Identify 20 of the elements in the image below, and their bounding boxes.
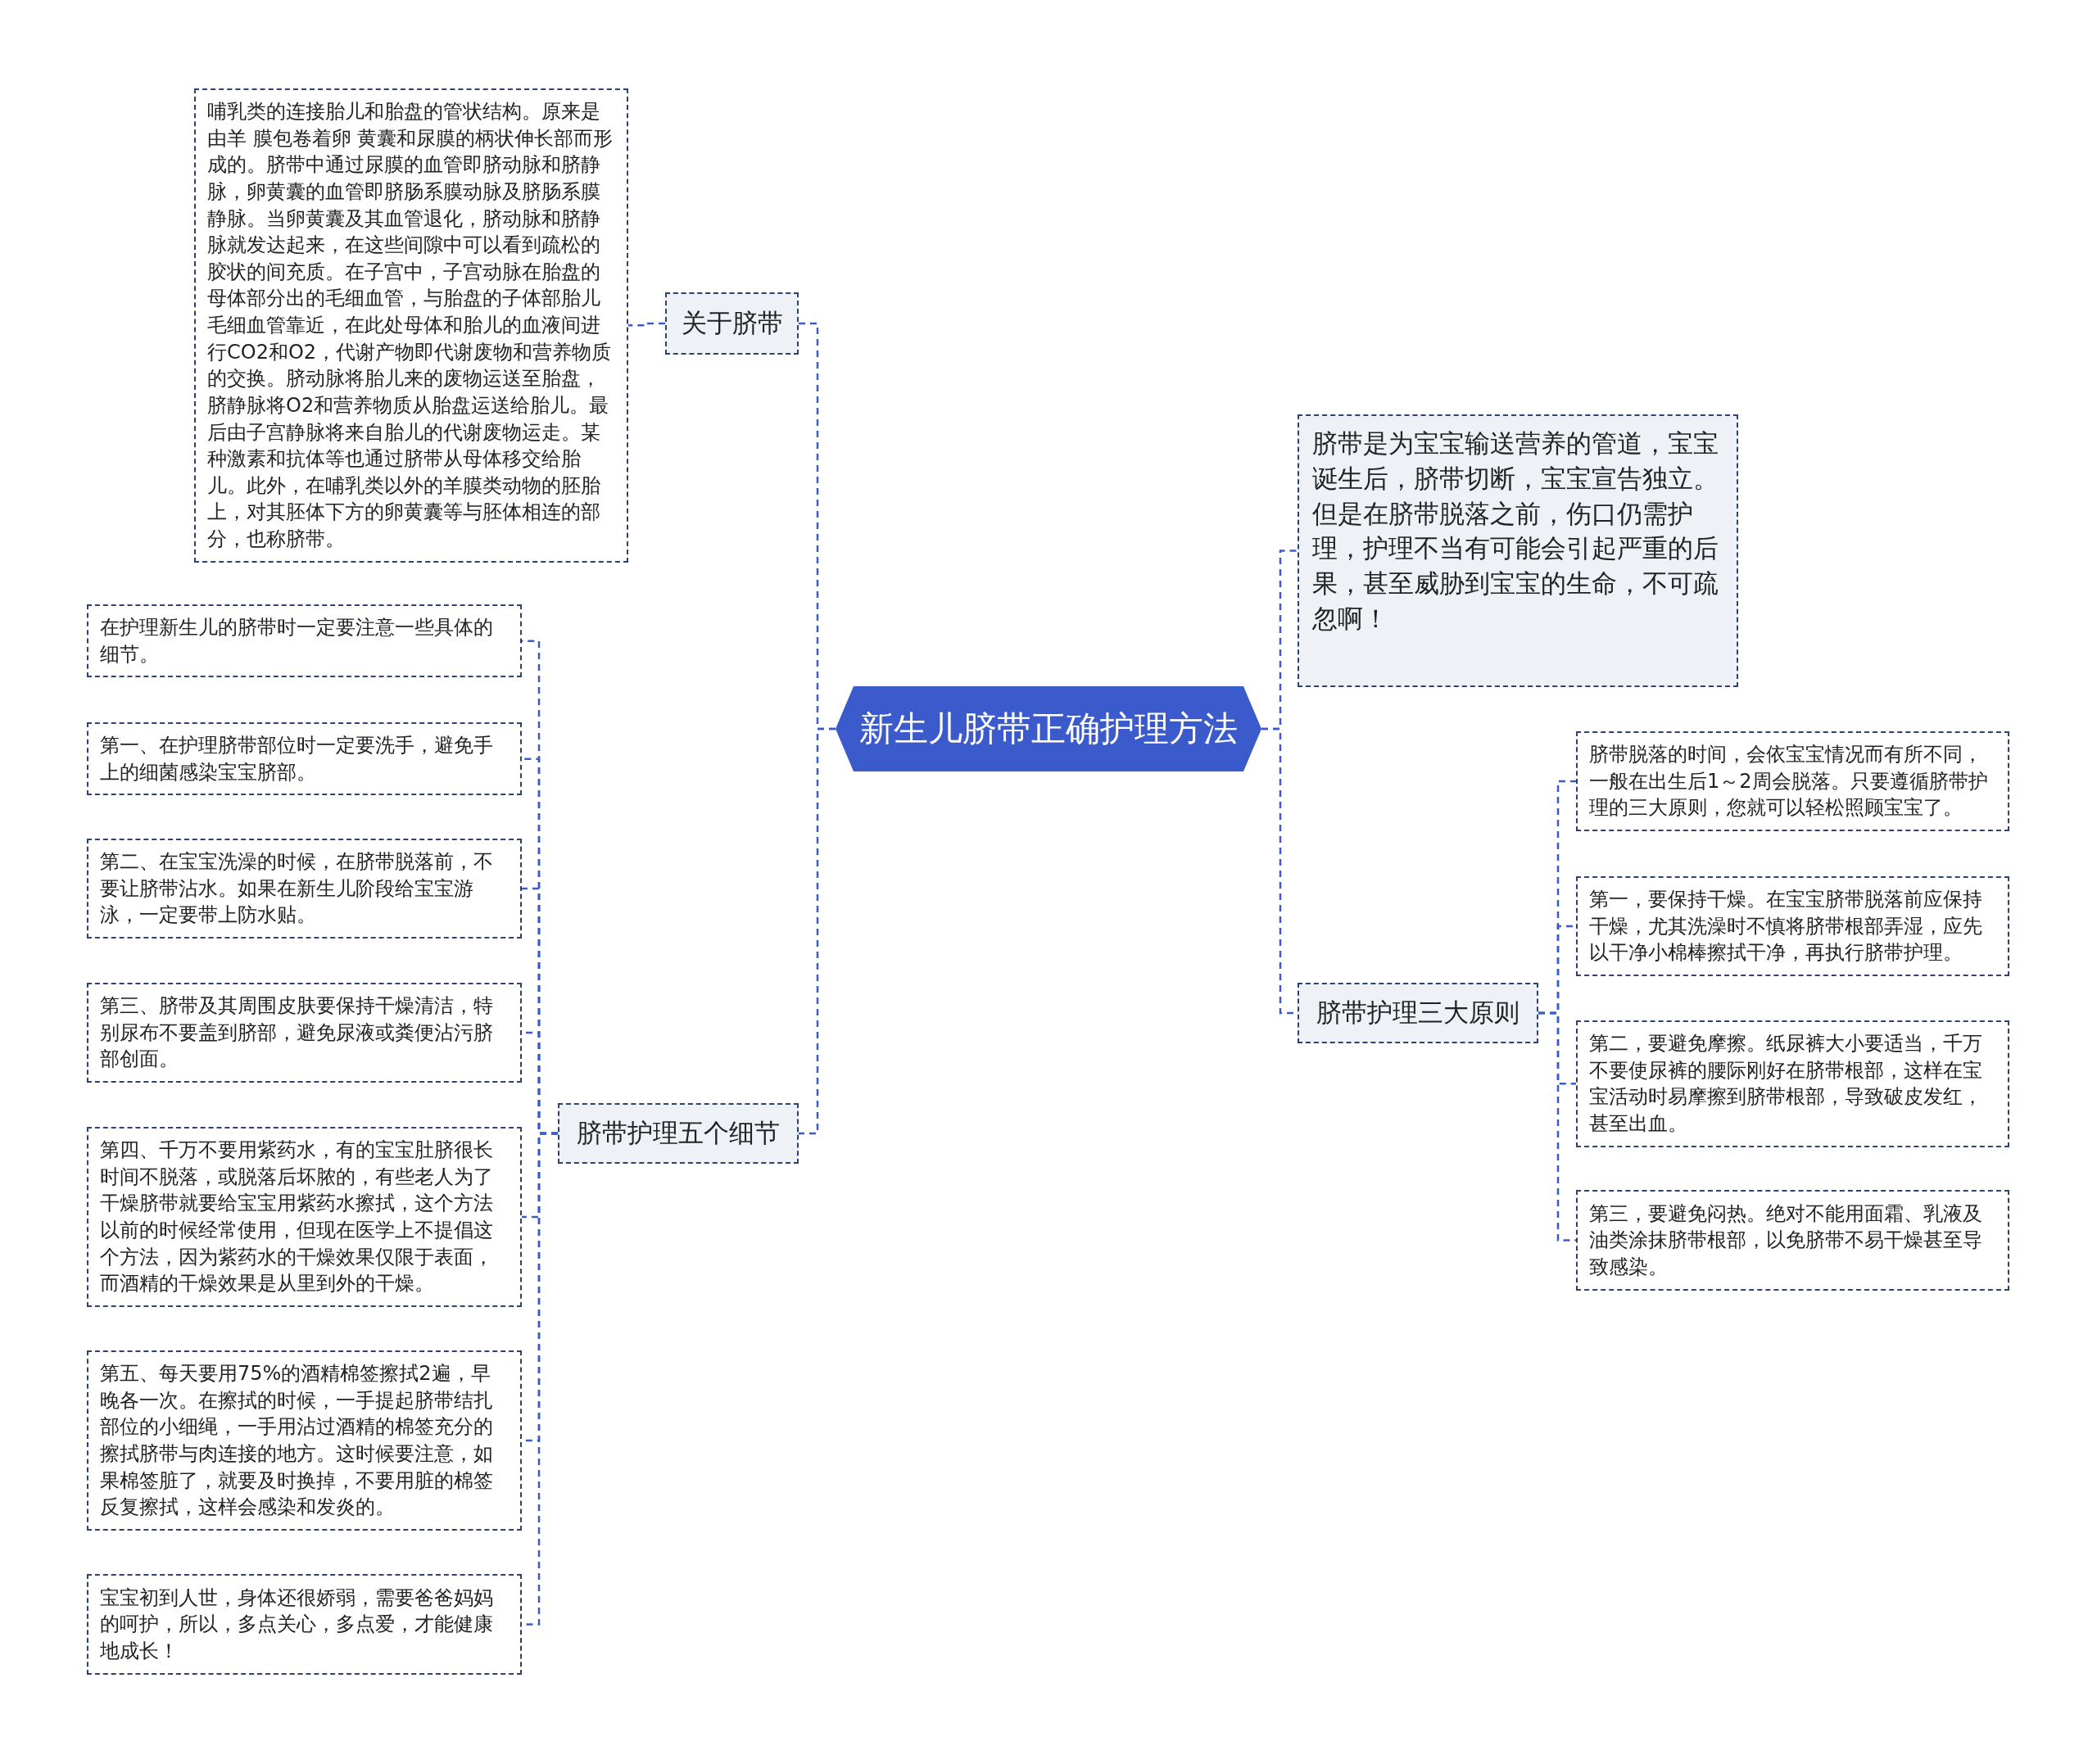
- topic-hexagon: 新生儿脐带正确护理方法: [836, 686, 1261, 771]
- connector-line: [799, 727, 836, 1135]
- branch-topic: 关于脐带: [665, 292, 799, 355]
- text-note: 在护理新生儿的脐带时一定要注意一些具体的细节。: [87, 604, 522, 678]
- text-note: 脐带是为宝宝输送营养的管道，宝宝诞生后，脐带切断，宝宝宣告独立。但是在脐带脱落之前，伤口仍需护理，护理不当有可能会引起严重的后果，甚至威胁到宝宝的生命，不可疏忽啊！: [1298, 414, 1738, 687]
- branch-topic: 脐带护理五个细节: [558, 1103, 799, 1164]
- text-note: 第三，要避免闷热。绝对不能用面霜、乳液及油类涂抹脐带根部，以免脐带不易干燥甚至导致感染。: [1576, 1190, 2009, 1291]
- text-note: 第五、每天要用75%的酒精棉签擦拭2遍，早晚各一次。在擦拭的时候，一手提起脐带结扎部位的小细绳，一手用沾过酒精的棉签充分的擦拭脐带与肉连接的地方。这时候要注意，如果棉签脏了，就要及时换掉，不要用脏的棉签反复擦拭，这样会感染和发炎的。: [87, 1350, 522, 1531]
- text-note: 第三、脐带及其周围皮肤要保持干燥清洁，特别尿布不要盖到脐部，避免尿液或粪便沾污脐部创面。: [87, 983, 522, 1083]
- text-note: 脐带脱落的时间，会依宝宝情况而有所不同，一般在出生后1～2周会脱落。只要遵循脐带护理的三大原则，您就可以轻松照顾宝宝了。: [1576, 731, 2009, 831]
- text-note: 第二，要避免摩擦。纸尿裤大小要适当，千万不要使尿裤的腰际刚好在脐带根部，这样在宝宝活动时易摩擦到脐带根部，导致破皮发红，甚至出血。: [1576, 1020, 2009, 1147]
- text-note: 宝宝初到人世，身体还很娇弱，需要爸爸妈妈的呵护，所以，多点关心，多点爱，才能健康地成长！: [87, 1574, 522, 1675]
- text-note: 哺乳类的连接胎儿和胎盘的管状结构。原来是由羊 膜包卷着卵 黄囊和尿膜的柄状伸长部而形成的。脐带中通过尿膜的血管即脐动脉和脐静脉，卵黄囊的血管即脐肠系膜动脉及脐肠系膜静脉。当卵黄囊及其血管退化，脐动脉和脐静脉就发达起来，在这些间隙中可以看到疏松的胶状的间充质。在子宫中，子宫动脉在胎盘的母体部分出的毛细血管，与胎盘的子体部胎儿毛细血管靠近，在此处母体和胎儿的血液间进行CO2和O2，代谢产物即代谢废物和营养物质的交换。脐动脉将胎儿来的废物运送至胎盘，脐静脉将O2和营养物质从胎盘运送给胎儿。最后由子宫静脉将来自胎儿的代谢废物运走。某种激素和抗体等也通过脐带从母体移交给胎儿。此外，在哺乳类以外的羊膜类动物的胚胎上，对其胚体下方的卵黄囊等与胚体相连的部分，也称脐带。: [194, 88, 628, 563]
- branch-topic: 脐带护理三大原则: [1298, 983, 1538, 1043]
- connector-line: [628, 322, 665, 327]
- text-note: 第二、在宝宝洗澡的时候，在脐带脱落前，不要让脐带沾水。如果在新生儿阶段给宝宝游泳，一定要带上防水贴。: [87, 839, 522, 939]
- text-note: 第一、在护理脐带部位时一定要洗手，避免手上的细菌感染宝宝脐部。: [87, 722, 522, 796]
- connector-line: [1538, 1011, 1576, 1242]
- text-note: 第一，要保持干燥。在宝宝脐带脱落前应保持干燥，尤其洗澡时不慎将脐带根部弄湿，应先以干净小棉棒擦拭干净，再执行脐带护理。: [1576, 876, 2009, 976]
- text-note: 第四、千万不要用紫药水，有的宝宝肚脐很长时间不脱落，或脱落后坏脓的，有些老人为了干燥脐带就要给宝宝用紫药水擦拭，这个方法以前的时候经常使用，但现在医学上不提倡这个方法，因为紫药水的干燥效果仅限于表面，而酒精的干燥效果是从里到外的干燥。: [87, 1127, 522, 1307]
